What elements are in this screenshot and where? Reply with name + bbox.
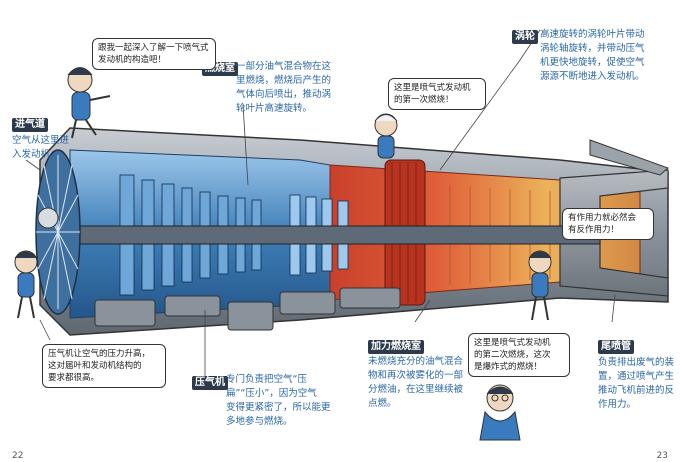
afterburner-desc: 未燃烧充分的油气混合 物和再次被雾化的一部 分燃油，在这里继续被 点燃。	[368, 356, 464, 409]
mascot-right	[528, 250, 552, 321]
mascot-top-middle	[374, 113, 398, 159]
mascot-top-left	[67, 67, 111, 139]
nozzle-desc: 负责排出废气的装 置，通过喷气产生 推动飞机前进的反 作用力。	[598, 357, 675, 410]
engine-accessories	[94, 287, 401, 331]
inlet-fan-blades	[36, 155, 80, 309]
nozzle	[559, 169, 669, 297]
first-burn-bubble: 这里是喷气式发动机 的第一次燃烧！	[388, 78, 486, 110]
page-number-left: 22	[12, 451, 24, 461]
nozzle-upper-flap	[589, 139, 669, 176]
mascot-left	[14, 250, 38, 319]
central-shaft	[59, 225, 601, 245]
inlet-spinner	[37, 207, 59, 229]
turbine-tag: 涡轮	[512, 30, 538, 44]
turbine-desc: 高速旋转的涡轮叶片带动 涡轮轴旋转，并带动压气 机更快地旋转，促使空气 源源不断…	[540, 29, 645, 82]
combustor-desc: 一部分油气混合物在这 里燃烧，燃烧后产生的 气体向后喷出，推动涡 轮叶片高速旋转…	[236, 61, 332, 114]
reaction-bubble: 有作用力就必然会 有反作用力！	[562, 208, 654, 240]
compressor-tag: 压气机	[192, 376, 228, 390]
inlet-tag: 进气道	[12, 118, 48, 132]
nozzle-tag: 尾喷管	[598, 340, 634, 354]
mascot-bottom	[479, 384, 521, 441]
afterburner-tag: 加力燃烧室	[368, 340, 424, 354]
second-burn-bubble: 这里是喷气式发动机 的第二次燃烧，这次 是爆炸式的燃烧！	[468, 333, 570, 377]
compressor-desc: 专门负责把空气“压 扁”“压小”，因为空气 变得更紧密了，所以能更 多地参与燃烧…	[226, 374, 331, 427]
compressor-note-bubble: 压气机让空气的压力升高， 这对届叶和发动机结构的 要求都很高。	[42, 344, 166, 388]
inlet-desc: 空气从这里进 入发动机。	[12, 135, 70, 160]
page-number-right: 23	[656, 451, 668, 461]
intro-bubble: 跟我一起深入了解一下喷气式 发动机的构造吧！	[92, 38, 216, 70]
